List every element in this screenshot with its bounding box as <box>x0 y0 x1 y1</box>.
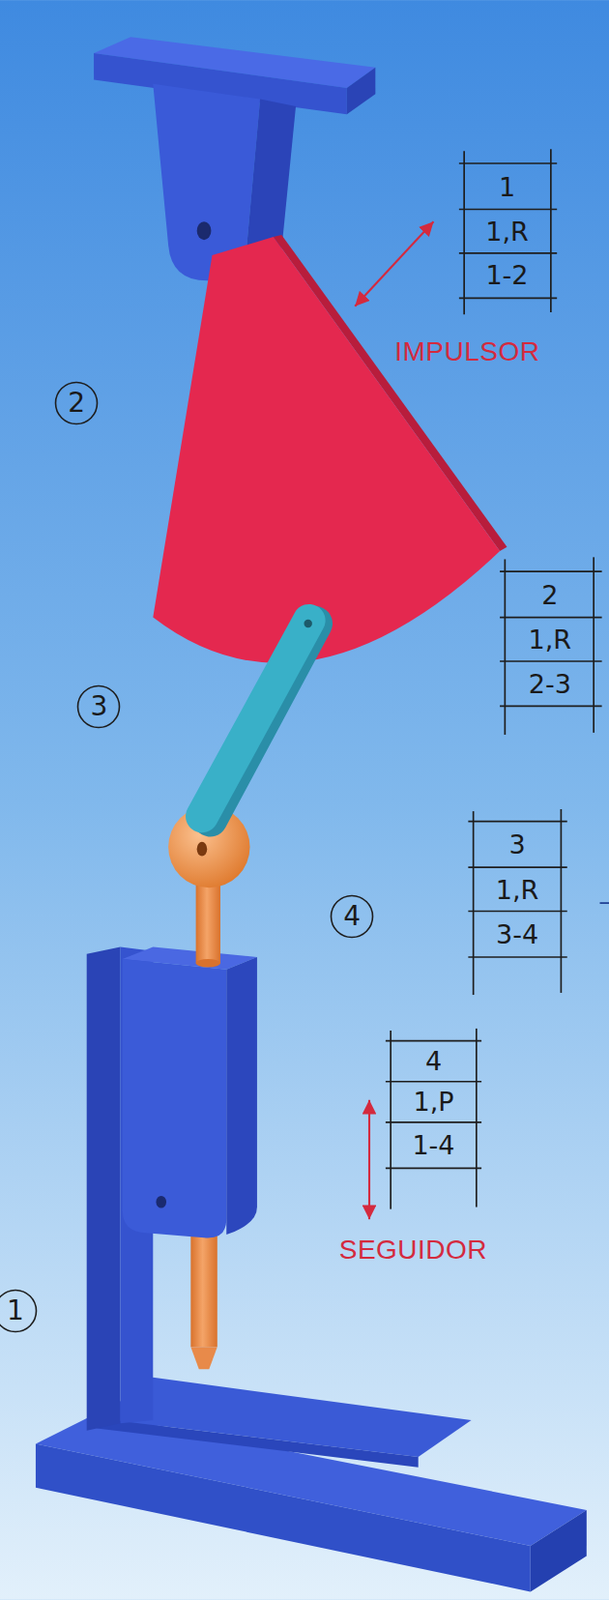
table-line <box>459 252 557 255</box>
table-line <box>463 150 465 315</box>
table-line <box>385 1167 482 1170</box>
table-cell: 1,R <box>528 626 573 653</box>
table-cell: 3 <box>508 831 525 858</box>
link-hole <box>303 619 312 628</box>
table-line <box>499 705 603 708</box>
callout-ring <box>331 895 374 937</box>
table-line <box>459 208 557 211</box>
stray-mark <box>600 901 609 904</box>
table-line <box>560 809 563 993</box>
follower-rod-upper <box>196 879 221 964</box>
callout-circle: 4 <box>329 894 375 939</box>
callout-circle: 1 <box>0 1288 38 1334</box>
table-cell: 1,P <box>412 1088 454 1115</box>
base-side-face <box>530 1509 587 1592</box>
table-cell: 1-4 <box>411 1131 455 1159</box>
table-cell: 2 <box>541 581 558 609</box>
motion-label: SEGUIDOR <box>339 1236 488 1264</box>
table-cell: 1-2 <box>485 261 528 289</box>
table-cell: 3-4 <box>495 921 539 948</box>
motion-arrow <box>354 221 434 307</box>
guide-front-face <box>122 958 228 1238</box>
base-plate-edge <box>96 1418 418 1468</box>
callout-ring <box>56 381 98 424</box>
table-line <box>385 1080 482 1083</box>
guide-hole <box>155 1195 167 1209</box>
follower-tip <box>190 1346 217 1369</box>
table-line <box>467 910 567 913</box>
rod-entry <box>196 958 221 967</box>
table-line <box>385 1121 482 1124</box>
follower-rod-lower <box>190 1218 217 1347</box>
table-line <box>467 956 567 958</box>
table-line <box>550 148 552 313</box>
table-line <box>499 570 603 573</box>
table-line <box>499 660 603 663</box>
table-line <box>499 616 603 619</box>
table-line <box>467 820 567 823</box>
motion-label: IMPULSOR <box>394 338 540 366</box>
table-grid <box>385 148 609 1209</box>
table-line <box>385 1040 482 1043</box>
callout-number: 4 <box>343 902 361 930</box>
callout-number: 1 <box>6 1297 25 1325</box>
callout-circle: 3 <box>76 684 121 729</box>
callout-circle: 2 <box>54 380 99 426</box>
guide-side-face <box>226 957 258 1235</box>
table-line <box>472 811 475 995</box>
link-bar <box>202 620 310 817</box>
table-line <box>459 296 557 299</box>
table-cell: 2-3 <box>528 670 572 697</box>
column-side <box>87 946 121 1430</box>
table-cell: 1,R <box>495 876 540 903</box>
ball-hole <box>197 841 208 857</box>
motion-arrow <box>368 1100 371 1219</box>
table-line <box>504 558 507 735</box>
sector-plate <box>152 236 500 664</box>
callout-number: 2 <box>67 389 86 417</box>
callout-ring <box>78 686 120 728</box>
bracket-side-face <box>347 67 377 116</box>
table-line <box>467 866 567 869</box>
table-line <box>459 162 557 165</box>
table-cell: 1 <box>498 174 516 201</box>
callout-ring <box>0 1290 36 1333</box>
callout-number: 3 <box>89 693 108 721</box>
table-cell: 1,R <box>485 218 529 245</box>
table-line <box>475 1028 478 1208</box>
table-line <box>389 1030 392 1210</box>
base-front-face <box>35 1443 531 1592</box>
pivot-hole <box>197 221 212 240</box>
table-cell: 4 <box>425 1047 442 1074</box>
